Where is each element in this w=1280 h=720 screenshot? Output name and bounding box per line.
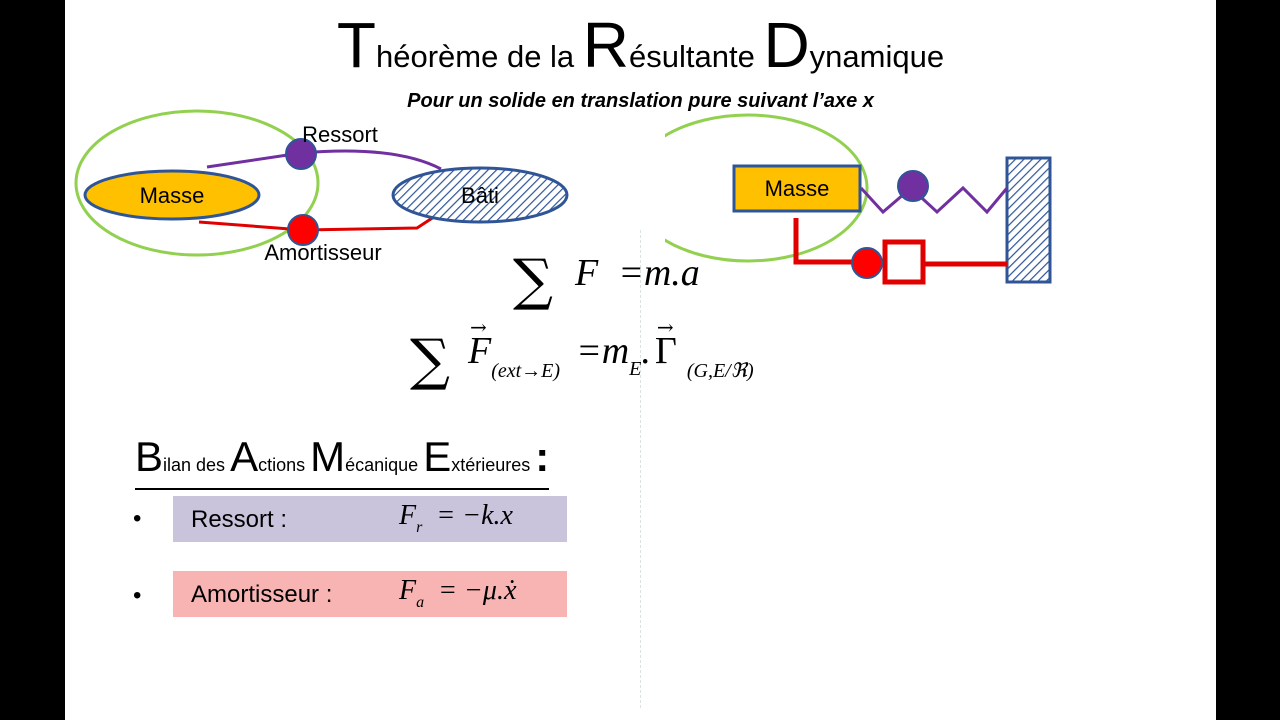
bilan-cap-e: E xyxy=(423,433,452,480)
damper-node-right xyxy=(851,247,883,279)
amortisseur-force-box: Amortisseur : Fa = −μ.ẋ xyxy=(173,571,567,617)
eq2-force: F xyxy=(467,330,492,372)
title-cap-d: D xyxy=(763,9,810,81)
eq1-rhs: =m.a xyxy=(618,252,700,294)
ressort-force-box: Ressort : Fr = −k.x xyxy=(173,496,567,542)
sum-symbol-2: ∑ xyxy=(410,328,450,393)
eq2-mass-subscript: E xyxy=(629,358,642,380)
guide-line xyxy=(640,230,641,708)
system-boundary-ellipse-right xyxy=(665,113,869,263)
amortisseur-formula-rhs: = −μ.ẋ xyxy=(438,575,517,606)
bilan-cap-a: A xyxy=(230,433,259,480)
bilan-rest-2: ctions xyxy=(258,455,311,475)
ressort-formula-rhs: = −k.x xyxy=(436,500,513,531)
slide-subtitle: Pour un solide en translation pure suiva… xyxy=(407,90,874,112)
title-rest-1: héorème de la xyxy=(375,39,583,74)
ressort-formula-lhs: F xyxy=(399,500,417,531)
bilan-rest-3: écanique xyxy=(345,455,424,475)
eq2-gamma: Γ xyxy=(654,330,677,372)
bilan-heading: Bilan des Actions Mécanique Extérieures … xyxy=(135,433,550,490)
spring-link xyxy=(206,149,442,171)
system-boundary-ellipse xyxy=(74,109,320,257)
title-rest-2: ésultante xyxy=(629,39,764,74)
bullet-1: • xyxy=(133,505,142,532)
masse-block-label: Masse xyxy=(765,176,830,201)
bullet-2: • xyxy=(133,582,142,609)
title-cap-r: R xyxy=(582,9,630,81)
masse-label: Masse xyxy=(140,183,205,208)
spring-node xyxy=(285,138,317,170)
damper-rod xyxy=(793,218,866,265)
equation-2: ∑ → F (ext→E) =mE. → Γ (G,E/ℜ) xyxy=(410,315,754,393)
bilan-cap-m: M xyxy=(310,433,346,480)
eq2-gamma-subscript: (G,E/ℜ) xyxy=(686,360,754,382)
equation-1: ∑ F =m.a xyxy=(513,248,700,313)
eq2-equals: = xyxy=(576,330,602,372)
spring-zigzag xyxy=(859,185,1009,215)
eq2-force-subscript: (ext→E) xyxy=(491,360,561,382)
vector-arrow-gamma: → xyxy=(656,315,674,339)
bilan-rest-4: xtérieures xyxy=(451,455,536,475)
amortisseur-label: Amortisseur xyxy=(264,240,381,265)
slide-title: Théorème de la Résultante Dynamique xyxy=(65,8,1216,82)
amortisseur-formula-sub: a xyxy=(416,594,425,611)
bati-label: Bâti xyxy=(461,183,499,208)
sum-symbol: ∑ xyxy=(513,248,553,313)
damper-cylinder xyxy=(882,239,923,285)
damper-node xyxy=(287,214,319,246)
title-rest-3: ynamique xyxy=(809,39,945,74)
eq1-force: F xyxy=(574,252,599,294)
masse-ellipse xyxy=(83,169,261,221)
amortisseur-force-label: Amortisseur : xyxy=(191,581,333,608)
ressort-formula-sub: r xyxy=(416,519,423,536)
amortisseur-formula-lhs: F xyxy=(399,575,417,606)
bilan-cap-b: B xyxy=(135,433,164,480)
damper-link xyxy=(198,211,441,232)
amortisseur-formula: Fa = −μ.ẋ xyxy=(399,575,516,612)
vector-arrow-f: → xyxy=(469,315,487,339)
bilan-colon: : xyxy=(535,433,550,480)
masse-block xyxy=(732,164,862,213)
slide: Théorème de la Résultante Dynamique Pour… xyxy=(65,0,1216,720)
bati-wall xyxy=(1005,156,1052,284)
ressort-label: Ressort xyxy=(302,122,378,147)
bilan-rest-1: ilan des xyxy=(163,455,231,475)
ressort-force-label: Ressort : xyxy=(191,506,288,533)
ressort-formula: Fr = −k.x xyxy=(399,500,513,537)
spring-node-right xyxy=(897,170,929,202)
eq2-dot: . xyxy=(641,330,651,372)
right-diagram: Masse xyxy=(665,113,1052,285)
damper-body xyxy=(882,239,926,285)
eq2-mass: m xyxy=(601,330,630,372)
left-diagram: Masse Bâti Ressort Amortisseur xyxy=(74,109,569,265)
title-cap-t: T xyxy=(336,9,376,81)
bati-ellipse xyxy=(391,166,569,224)
